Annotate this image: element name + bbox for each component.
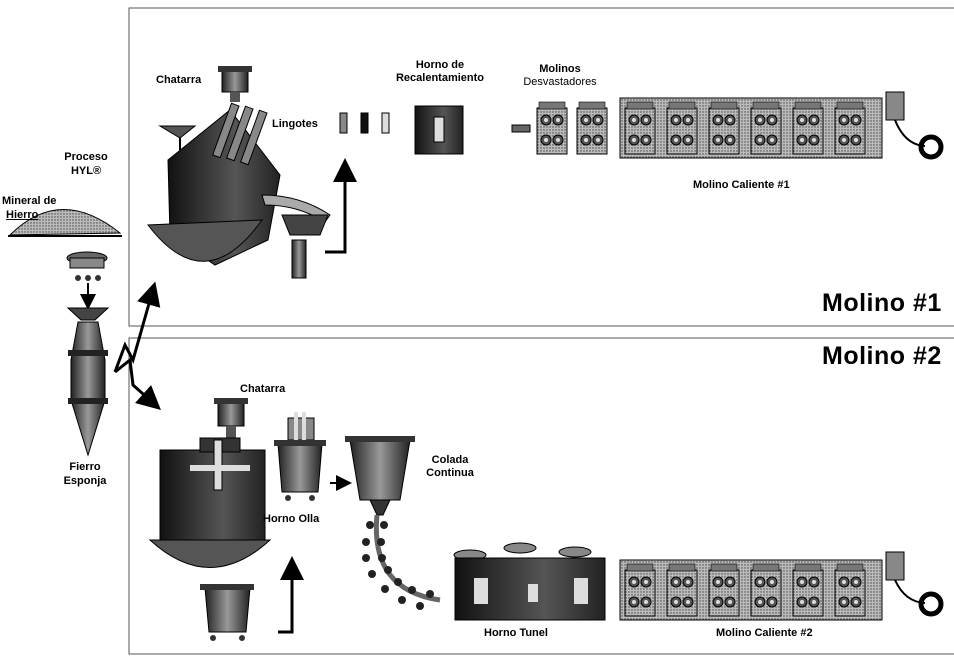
hyl-label: HYL®: [56, 166, 116, 178]
proceso-label: Proceso: [56, 152, 116, 164]
feeder-icon: [67, 252, 107, 281]
horno-recalentamiento-line1: Horno de: [400, 60, 480, 72]
colada-line1: Colada: [420, 455, 480, 467]
fierro-label: Fierro: [55, 462, 115, 474]
mineral-label: Mineral de: [2, 196, 56, 208]
hierro-label: Hierro: [6, 210, 38, 222]
molino2-title: Molino #2: [822, 343, 942, 369]
hot-mill1-stands-icon: [620, 98, 882, 158]
colada-line2: Continua: [420, 468, 480, 480]
lingotes-icon: [340, 113, 389, 133]
esponja-label: Esponja: [55, 476, 115, 488]
hot-mill2-stands-icon: [620, 560, 882, 620]
reduction-reactor-icon: [68, 308, 108, 455]
chatarra2-label: Chatarra: [240, 384, 285, 396]
horno-olla-label: Horno Olla: [263, 514, 319, 526]
billet1-icon: [512, 125, 530, 132]
molinos-desvastadores-line2: Desvastadores: [510, 77, 610, 89]
molinos-desvastadores-line1: Molinos: [520, 64, 600, 76]
arc-furnace2-icon: [150, 438, 270, 568]
lingotes-label: Lingotes: [272, 119, 318, 131]
chatarra1-label: Chatarra: [156, 75, 201, 87]
horno-recalentamiento-line2: Recalentamiento: [392, 73, 488, 85]
molino-caliente1-label: Molino Caliente #1: [693, 180, 790, 192]
molino1-title: Molino #1: [822, 290, 942, 316]
horno-tunel-label: Horno Tunel: [484, 628, 548, 640]
reheat-furnace-icon: [415, 106, 463, 154]
molino-caliente2-label: Molino Caliente #2: [716, 628, 813, 640]
